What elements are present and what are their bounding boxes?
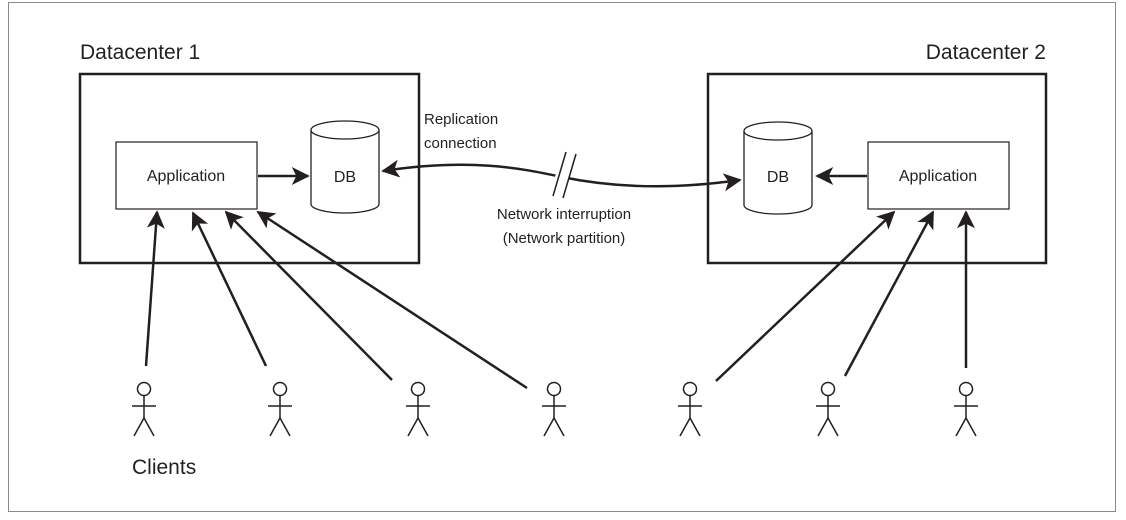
db-2-cylinder — [743, 121, 813, 215]
client-figure — [678, 381, 702, 437]
replication-label-line1: Replication — [424, 111, 498, 128]
datacenter-2-title: Datacenter 2 — [926, 41, 1046, 64]
diagram-frame — [8, 2, 1116, 512]
application-1-label: Application — [147, 168, 225, 185]
client-5-arrow — [715, 210, 896, 382]
client-figure — [268, 381, 292, 437]
datacenter-2: Datacenter 2 Application DB — [706, 41, 1048, 265]
partition-break-mark-2 — [562, 153, 577, 199]
client-6-arrow — [843, 210, 935, 377]
client-1-arrow — [144, 210, 165, 367]
db-1-cylinder — [310, 120, 380, 214]
client-arrows — [144, 210, 975, 390]
client-figure — [542, 381, 566, 437]
client-figure — [816, 381, 840, 437]
clients — [132, 381, 978, 437]
client-3-arrow — [224, 210, 393, 381]
client-2-arrow — [191, 211, 268, 367]
datacenter-1-title: Datacenter 1 — [80, 41, 200, 64]
interruption-label-line1: Network interruption — [497, 206, 631, 223]
db-1-label: DB — [334, 169, 356, 186]
client-4-arrow — [256, 210, 528, 390]
application-1-box — [115, 141, 258, 210]
replication-label-line2: connection — [424, 135, 497, 152]
application-2-label: Application — [899, 168, 977, 185]
db-2-label: DB — [767, 169, 789, 186]
client-figure — [132, 381, 156, 437]
client-figure — [954, 381, 978, 437]
replication-connection: Replication connection Network interrupt… — [381, 111, 742, 247]
interruption-label-line2: (Network partition) — [503, 230, 626, 247]
partition-break-mark-1 — [552, 151, 567, 197]
client-figure — [406, 381, 430, 437]
datacenter-1: Datacenter 1 Application DB — [78, 41, 421, 265]
application-2-box — [867, 141, 1010, 210]
clients-label: Clients — [132, 456, 196, 479]
